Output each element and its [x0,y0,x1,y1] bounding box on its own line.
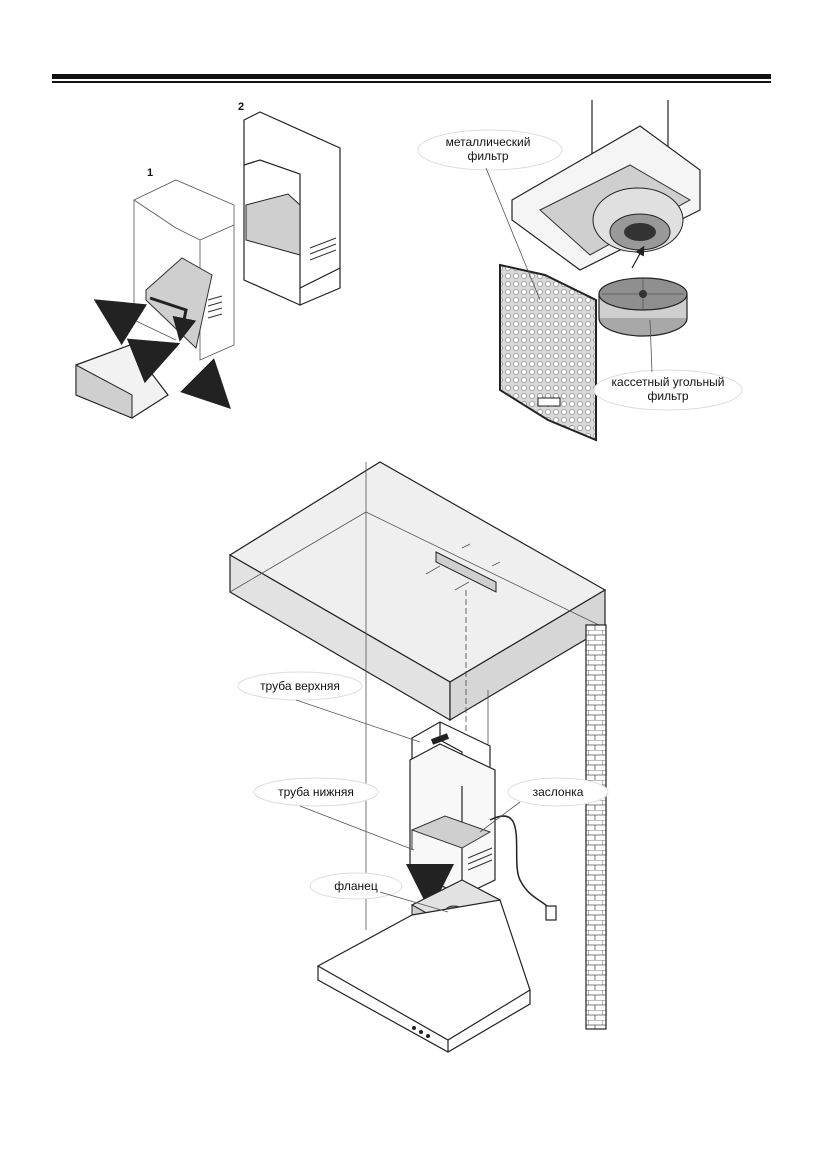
header-rule [52,74,771,83]
step1-number: 1 [147,167,153,179]
carbon-filter [598,277,688,337]
metal-mesh-filter [499,263,597,442]
step1-housing [133,179,235,361]
flange-label: фланец [334,879,378,893]
hood-detail [511,100,701,271]
upper-pipe-label: труба верхняя [260,679,340,693]
step2-housing [243,111,341,306]
ceiling-slab [228,461,607,722]
brick-wall [585,624,607,1030]
carbon-filter-label-line2: фильтр [647,389,688,403]
lower-pipe-label: труба нижняя [278,785,354,799]
carbon-filter-callout [593,319,743,411]
metal-filter-label-line1: металлический [446,135,531,149]
lower-pipe [406,743,496,912]
upper-pipe-callout [237,671,421,743]
carbon-filter-label-line1: кассетный угольный [612,375,725,389]
metal-filter-label-line2: фильтр [467,149,508,163]
power-cord [489,815,557,921]
step2-number: 2 [238,101,244,113]
lower-pipe-callout [253,777,415,851]
removable-panel [75,299,231,419]
metal-filter-callout [417,129,563,301]
damper-callout [479,777,609,833]
chimney-hood [316,879,531,1053]
damper-label: заслонка [533,785,584,799]
flange-callout [309,872,449,913]
